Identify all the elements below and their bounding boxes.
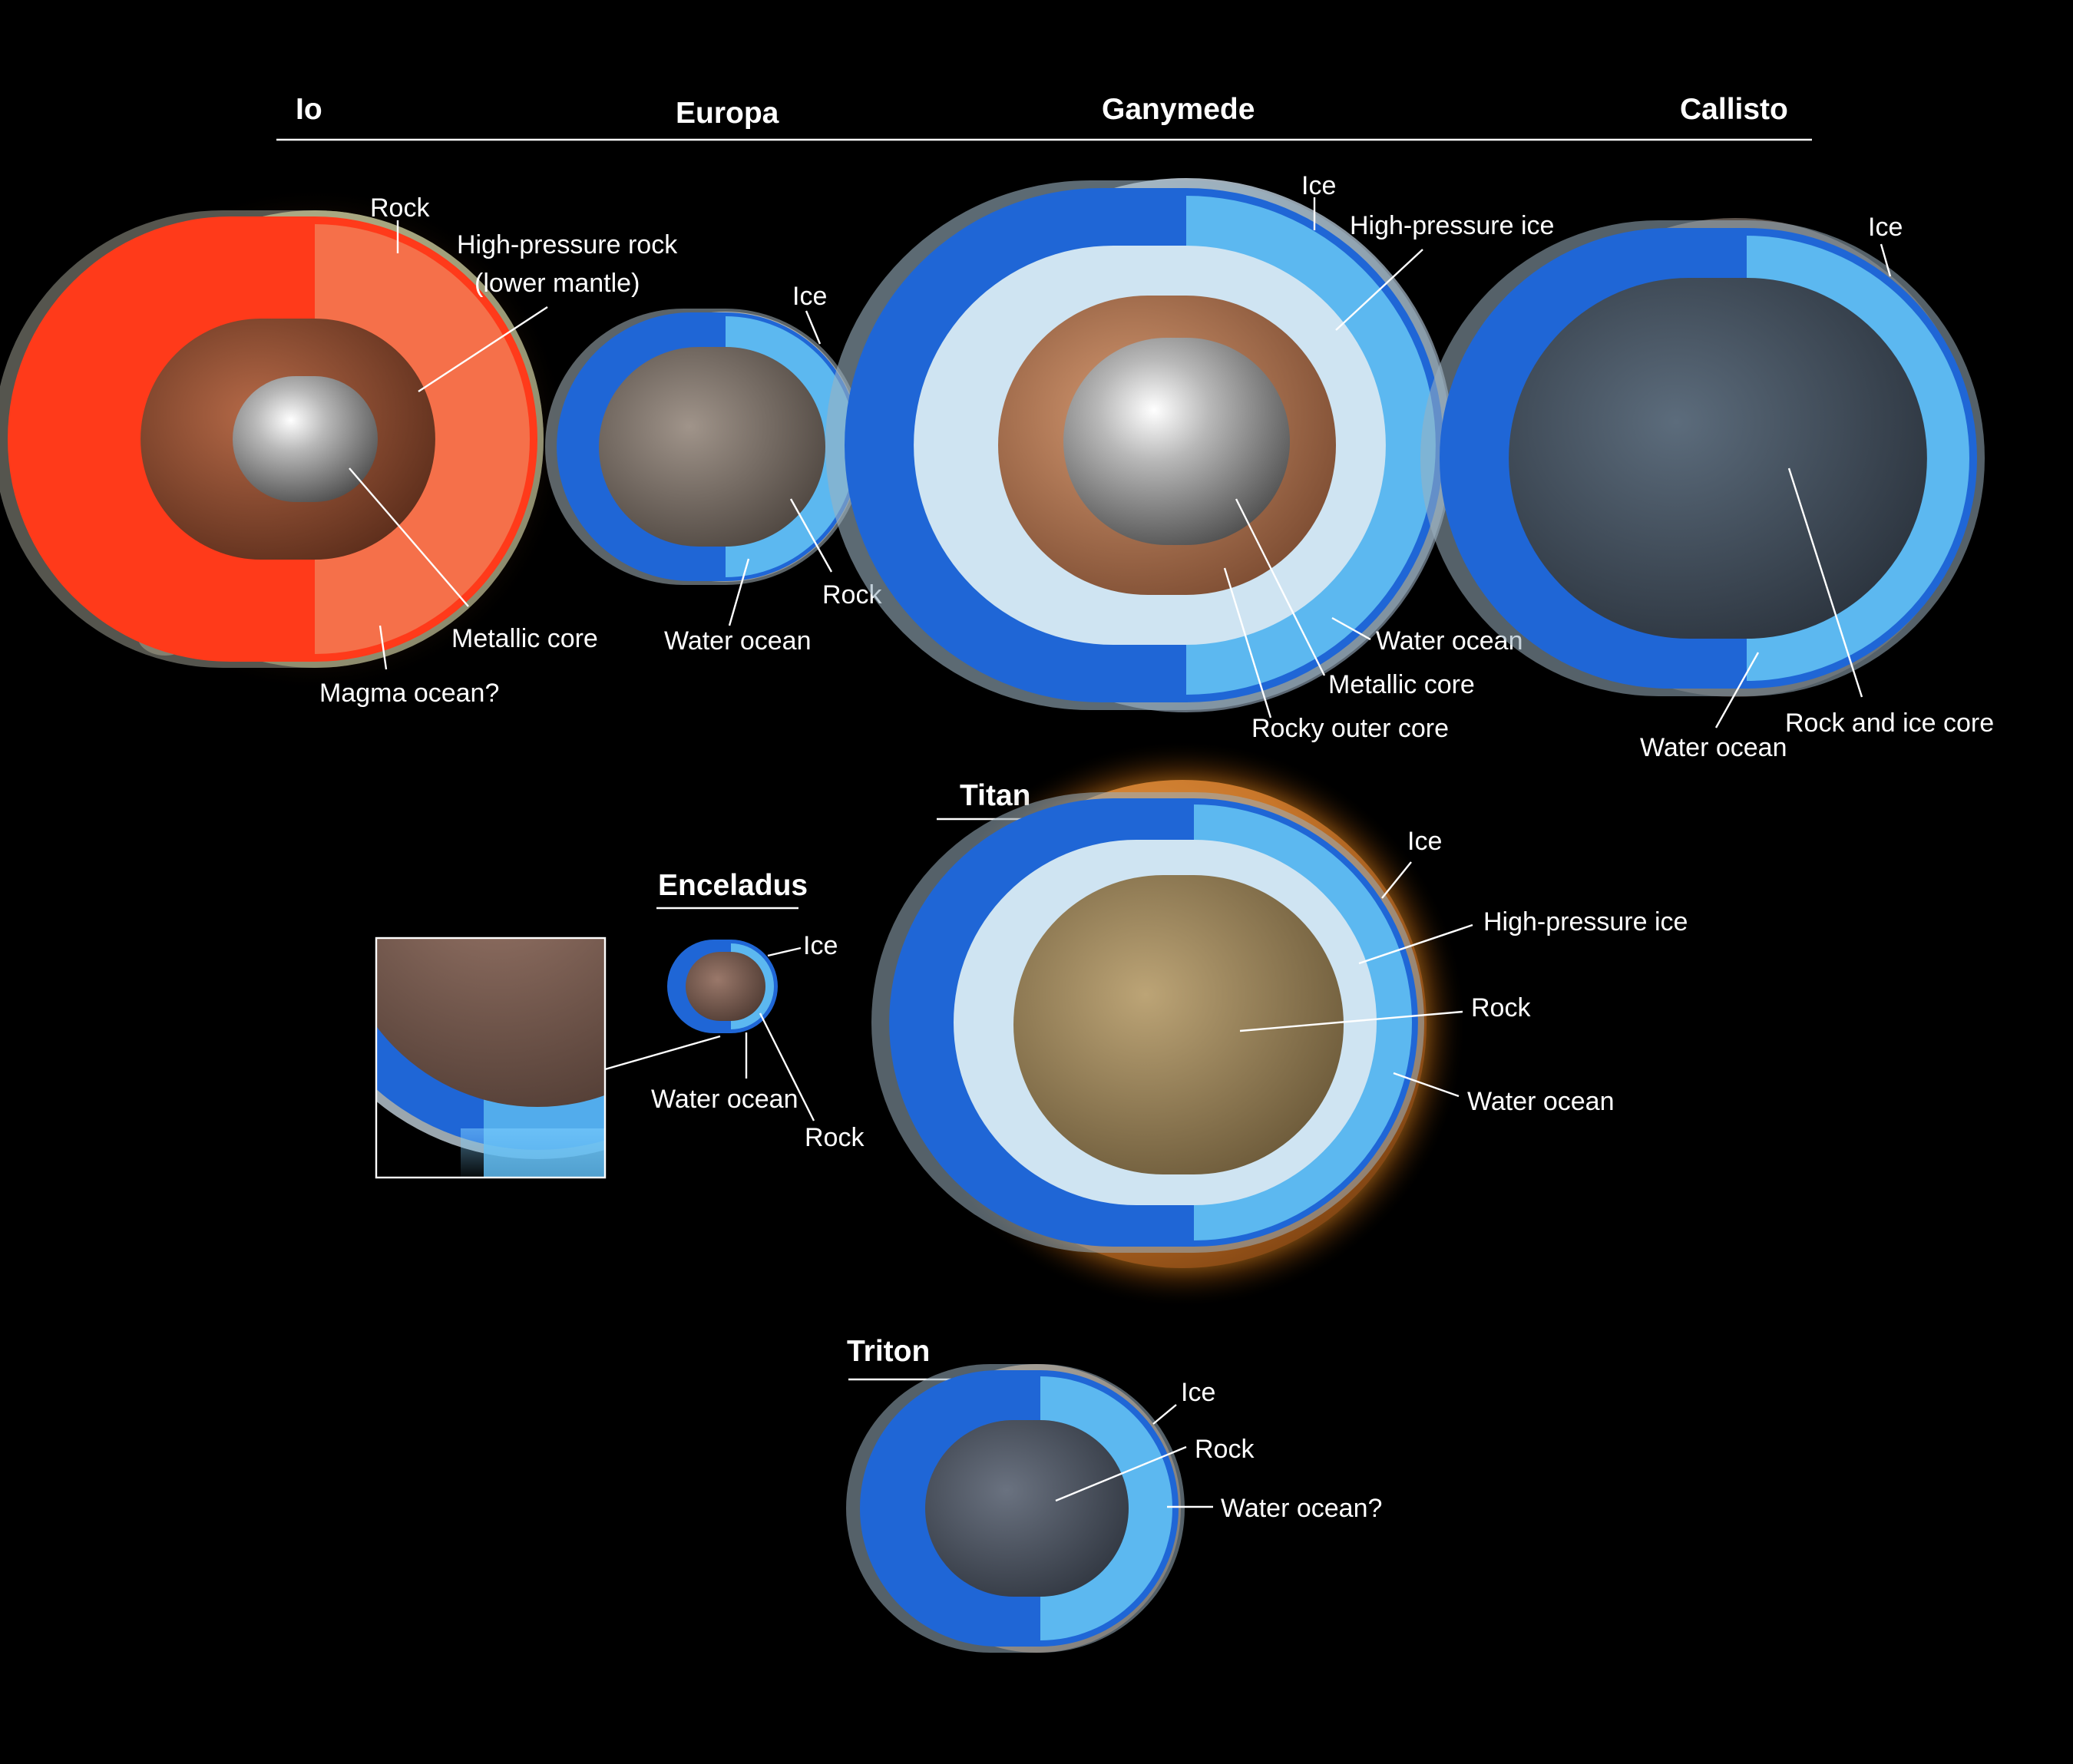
io-leaders — [349, 220, 548, 670]
io-label-rock: Rock — [370, 193, 430, 223]
callisto-title: Callisto — [1680, 93, 1788, 126]
europa-leaders — [728, 310, 833, 626]
ganymede-label-metallic-core: Metallic core — [1328, 670, 1475, 699]
europa-label-water-ocean: Water ocean — [664, 626, 812, 656]
triton-label-ice: Ice — [1181, 1378, 1215, 1407]
europa-title: Europa — [676, 97, 779, 130]
io-label-hp-rock-2: (lower mantle) — [474, 269, 640, 298]
ganymede-leaders — [1223, 197, 1423, 718]
titan-label-ice: Ice — [1407, 827, 1442, 856]
io-label-hp-rock-1: High-pressure rock — [457, 230, 678, 259]
ganymede-label-rocky-outer-core: Rocky outer core — [1251, 714, 1449, 743]
ganymede-cutaway — [825, 178, 1453, 712]
triton-cutaway — [846, 1364, 1185, 1653]
io-title: Io — [296, 93, 322, 126]
enceladus-label-ice: Ice — [803, 931, 838, 960]
triton-title: Triton — [847, 1335, 930, 1368]
titan-label-rock: Rock — [1471, 993, 1531, 1022]
callisto-leaders — [1714, 243, 1892, 728]
titan-label-hp-ice: High-pressure ice — [1483, 907, 1688, 937]
io-cutaway — [0, 186, 568, 692]
enceladus-title: Enceladus — [658, 869, 808, 902]
enceladus-cutaway — [667, 940, 778, 1033]
triton-label-water-ocean: Water ocean? — [1221, 1494, 1382, 1523]
titan-leaders — [1239, 861, 1473, 1098]
enceladus-inset — [375, 937, 607, 1179]
europa-label-ice: Ice — [792, 282, 827, 311]
callisto-label-rock-ice-core: Rock and ice core — [1785, 709, 1994, 738]
titan-label-water-ocean: Water ocean — [1467, 1087, 1615, 1116]
ganymede-label-hp-ice: High-pressure ice — [1350, 211, 1554, 240]
callisto-label-ice: Ice — [1868, 213, 1903, 242]
callisto-cutaway — [1420, 218, 1985, 697]
triton-label-rock: Rock — [1195, 1435, 1255, 1464]
triton-leaders — [1055, 1404, 1213, 1508]
io-label-magma-ocean: Magma ocean? — [319, 679, 499, 708]
ganymede-title: Ganymede — [1102, 93, 1255, 126]
callisto-label-water-ocean: Water ocean — [1640, 733, 1787, 762]
enceladus-leaders — [604, 946, 815, 1121]
enceladus-label-water-ocean: Water ocean — [651, 1085, 798, 1114]
ganymede-label-ice: Ice — [1301, 171, 1336, 200]
europa-cutaway — [545, 309, 864, 585]
titan-cutaway — [871, 740, 1466, 1308]
io-label-metallic-core: Metallic core — [451, 624, 598, 653]
enceladus-label-rock: Rock — [805, 1123, 865, 1152]
